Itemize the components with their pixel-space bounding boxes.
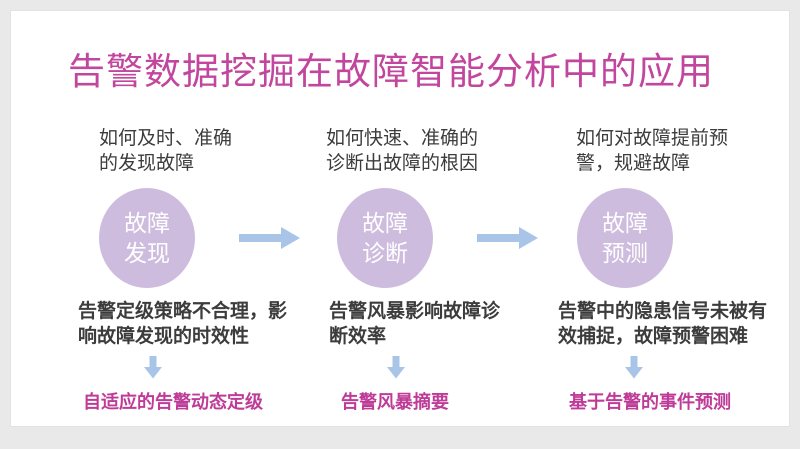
stage-circle-label: 故障 预测 xyxy=(602,210,648,266)
down-arrow-icon xyxy=(625,356,643,379)
problem-text-fault-prediction: 告警中的隐患信号未被有 效捕捉，故障预警困难 xyxy=(558,301,768,347)
slide-title: 告警数据挖掘在故障智能分析中的应用 xyxy=(68,51,714,92)
stage-circle-fault-prediction: 故障 预测 xyxy=(577,188,673,288)
down-arrow-icon xyxy=(144,356,162,379)
solution-text-alarm-storm-summary: 告警风暴摘要 xyxy=(341,392,449,412)
right-arrow-icon xyxy=(477,227,538,249)
stage-circle-label: 故障 发现 xyxy=(124,210,170,266)
stage-circle-fault-diagnosis: 故障 诊断 xyxy=(337,188,433,288)
question-text-fault-prediction: 如何对故障提前预 警，规避故障 xyxy=(576,128,729,174)
down-arrow-icon xyxy=(387,356,405,379)
stage-circle-fault-discovery: 故障 发现 xyxy=(99,188,195,288)
problem-text-fault-discovery: 告警定级策略不合理，影 响故障发现的时效性 xyxy=(78,301,288,347)
right-arrow-icon xyxy=(239,227,300,249)
stage-circle-label: 故障 诊断 xyxy=(362,210,408,266)
question-text-fault-diagnosis: 如何快速、准确的 诊断出故障的根因 xyxy=(326,128,479,174)
solution-text-dynamic-alarm-grading: 自适应的告警动态定级 xyxy=(83,392,263,412)
solution-text-alarm-based-event-prediction: 基于告警的事件预测 xyxy=(569,392,731,412)
slide: 告警数据挖掘在故障智能分析中的应用 如何及时、准确 的发现故障 如何快速、准确的… xyxy=(10,10,790,427)
problem-text-fault-diagnosis: 告警风暴影响故障诊 断效率 xyxy=(329,301,501,347)
question-text-fault-discovery: 如何及时、准确 的发现故障 xyxy=(99,128,233,174)
